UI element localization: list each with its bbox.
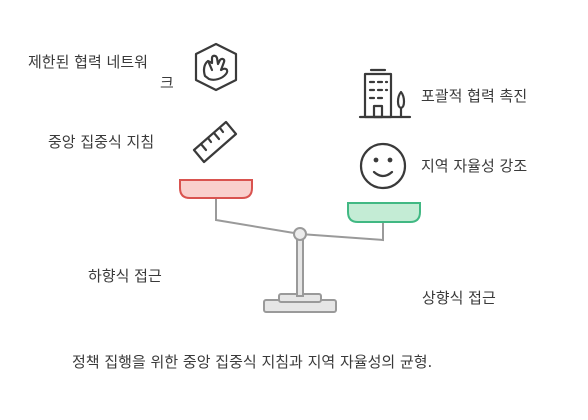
- building-icon: [358, 68, 412, 119]
- left-item-2: 중앙 집중식 지침: [48, 133, 155, 151]
- left-item-1-line-2: 크: [160, 74, 174, 92]
- left-pan: [179, 179, 253, 199]
- beam-pivot: [293, 227, 307, 241]
- ruler-icon: [192, 120, 238, 164]
- right-item-2: 지역 자율성 강조: [421, 157, 528, 175]
- right-pan: [347, 202, 421, 223]
- right-item-1: 포괄적 협력 촉진: [421, 87, 528, 105]
- left-side-label: 하향식 접근: [88, 267, 162, 285]
- caption: 정책 집행을 위한 중앙 집중식 지침과 지역 자율성의 균형.: [72, 353, 433, 371]
- right-side-label: 상향식 접근: [422, 289, 496, 307]
- smiley-icon: [359, 142, 407, 190]
- network-hand-icon: [194, 42, 238, 92]
- scale-stand: [263, 235, 337, 313]
- left-item-1-line-1: 제한된 협력 네트워: [28, 53, 148, 71]
